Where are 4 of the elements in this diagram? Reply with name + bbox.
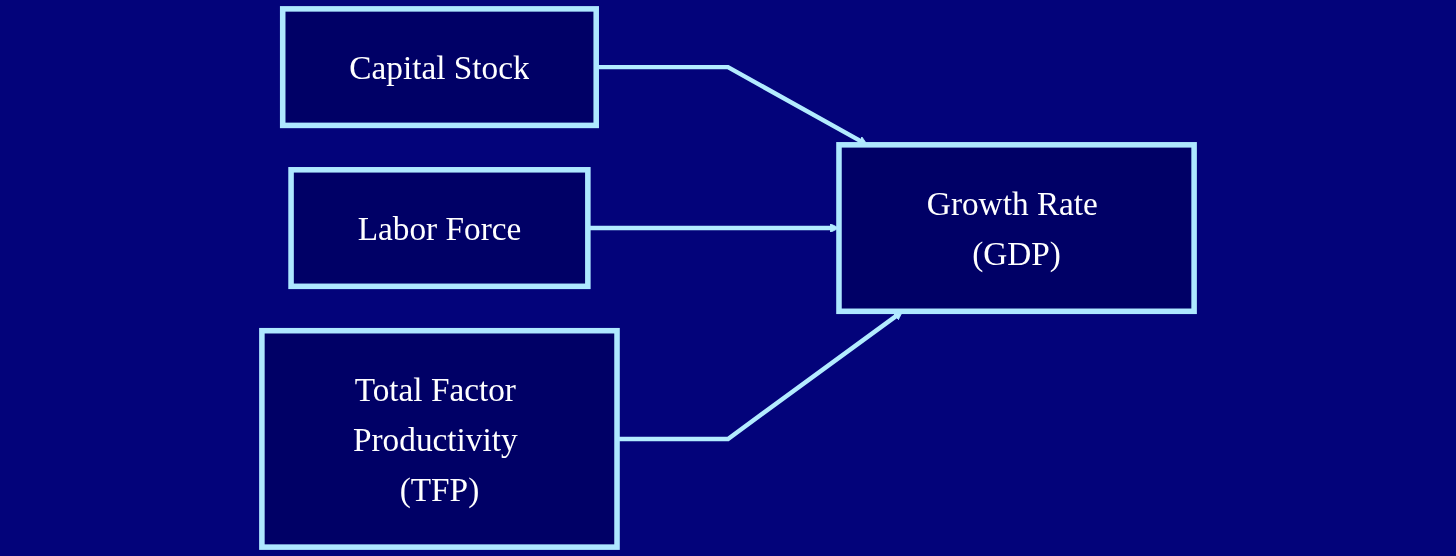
node-box: Capital Stock: [279, 6, 599, 129]
node-box: Growth Rate (GDP): [836, 142, 1197, 315]
node-box: Labor Force: [288, 167, 591, 290]
node-box: Total Factor Productivity (TFP): [259, 327, 620, 550]
